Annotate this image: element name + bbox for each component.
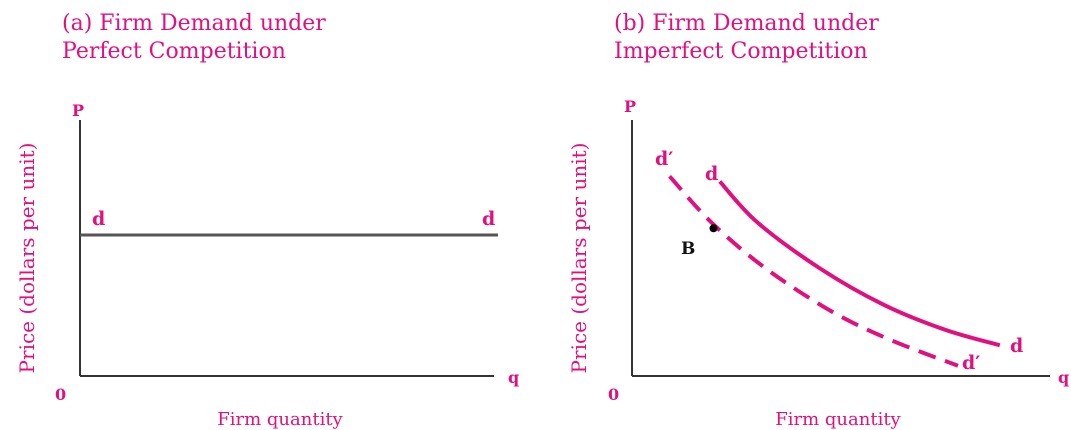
panel-a: (a) Firm Demand under Perfect Competitio… — [15, 11, 519, 430]
panel-a-origin-label: 0 — [55, 385, 66, 404]
panel-b-origin-label: 0 — [608, 385, 619, 404]
panel-a-demand-label-right: d — [482, 208, 495, 230]
panel-b-curve-dprime-end-label: d′ — [962, 352, 980, 374]
panel-b-demand-curve-d — [718, 180, 1001, 348]
panel-b-demand-curve-d-prime — [668, 174, 959, 368]
panel-b-x-axis-label: q — [1058, 368, 1069, 387]
panel-a-x-axis-label: q — [508, 368, 519, 387]
panel-b-curve-dprime-start-label: d′ — [655, 148, 673, 170]
panel-b-point-b-label: B — [681, 239, 695, 259]
panel-b-y-axis-label: P — [624, 97, 636, 116]
panel-a-xlabel: Firm quantity — [217, 409, 343, 430]
panel-b-xlabel: Firm quantity — [775, 409, 901, 430]
panel-a-title-line-2: Perfect Competition — [62, 39, 286, 64]
panel-a-demand-label-left: d — [92, 208, 105, 230]
panel-b-title-line-1: (b) Firm Demand under — [614, 11, 879, 36]
panel-b-curve-d-start-label: d — [705, 163, 718, 185]
panel-b: (b) Firm Demand under Imperfect Competit… — [567, 11, 1069, 430]
panel-b-point-b — [709, 224, 718, 233]
panel-a-y-axis-label: P — [72, 101, 84, 120]
panel-a-title-line-1: (a) Firm Demand under — [62, 11, 326, 36]
panel-b-title-line-2: Imperfect Competition — [614, 39, 868, 64]
panel-a-ylabel: Price (dollars per unit) — [15, 143, 39, 374]
panel-b-ylabel: Price (dollars per unit) — [567, 143, 591, 374]
panel-b-curve-d-end-label: d — [1010, 335, 1023, 357]
